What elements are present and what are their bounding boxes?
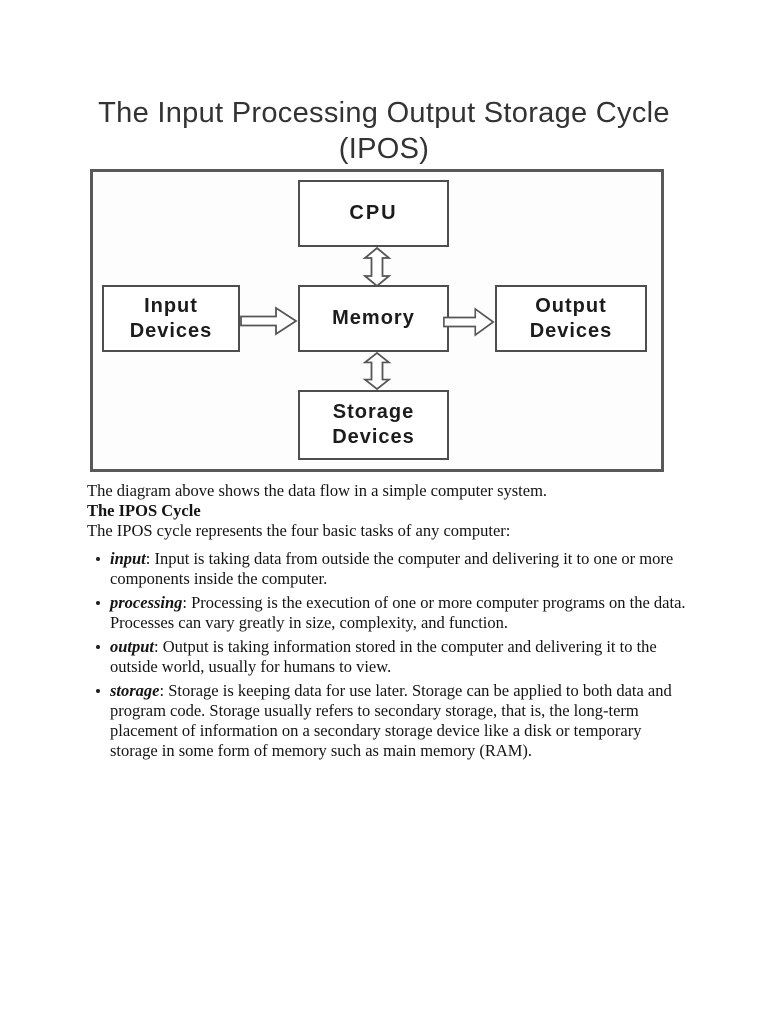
- bullet-term: processing: [110, 593, 183, 612]
- storage-devices-label: Storage Devices: [332, 401, 415, 448]
- output-devices-label: Output Devices: [529, 294, 613, 342]
- page-title-line-1: The Input Processing Output Storage Cycl…: [98, 97, 670, 129]
- page-title: The Input Processing Output Storage Cycl…: [0, 95, 768, 167]
- bullet-term: storage: [110, 681, 160, 700]
- diagram-box-input-devices: Input Devices: [102, 285, 240, 352]
- diagram-box-cpu: CPU: [298, 180, 449, 247]
- diagram-box-storage-devices: Storage Devices: [298, 390, 449, 460]
- double-arrow-memory-storage-icon: [362, 352, 392, 390]
- intro-paragraph: The IPOS cycle represents the four basic…: [87, 521, 511, 540]
- list-item-processing: processing: Processing is the execution …: [87, 593, 691, 633]
- bullet-text: : Processing is the execution of one or …: [110, 593, 686, 632]
- arrow-memory-to-output-icon: [443, 307, 495, 337]
- bullet-icon: [96, 601, 100, 605]
- bullet-text: : Storage is keeping data for use later.…: [110, 681, 672, 760]
- bullet-text: : Output is taking information stored in…: [110, 637, 657, 676]
- diagram-caption: The diagram above shows the data flow in…: [87, 481, 548, 500]
- bullet-term: input: [110, 549, 146, 568]
- arrow-input-to-memory-icon: [240, 306, 298, 336]
- section-heading: The IPOS Cycle: [87, 501, 201, 520]
- list-item-input: input: Input is taking data from outside…: [87, 549, 691, 589]
- body-text: The diagram above shows the data flow in…: [87, 481, 691, 765]
- bullet-term: output: [110, 637, 155, 656]
- bullet-icon: [96, 689, 100, 693]
- double-arrow-cpu-memory-icon: [362, 247, 392, 287]
- input-devices-label: Input Devices: [129, 294, 213, 342]
- bullet-text: : Input is taking data from outside the …: [110, 549, 674, 588]
- bullet-icon: [96, 645, 100, 649]
- diagram-box-output-devices: Output Devices: [495, 285, 647, 352]
- memory-label: Memory: [332, 307, 415, 329]
- page-title-line-2: (IPOS): [338, 133, 430, 165]
- list-item-storage: storage: Storage is keeping data for use…: [87, 681, 691, 761]
- diagram-box-memory: Memory: [298, 285, 449, 352]
- ipos-bullet-list: input: Input is taking data from outside…: [87, 549, 691, 761]
- ipos-diagram: CPU Input Devices Memory Output Devices …: [90, 169, 664, 472]
- list-item-output: output: Output is taking information sto…: [87, 637, 691, 677]
- cpu-label: CPU: [349, 202, 398, 224]
- bullet-icon: [96, 557, 100, 561]
